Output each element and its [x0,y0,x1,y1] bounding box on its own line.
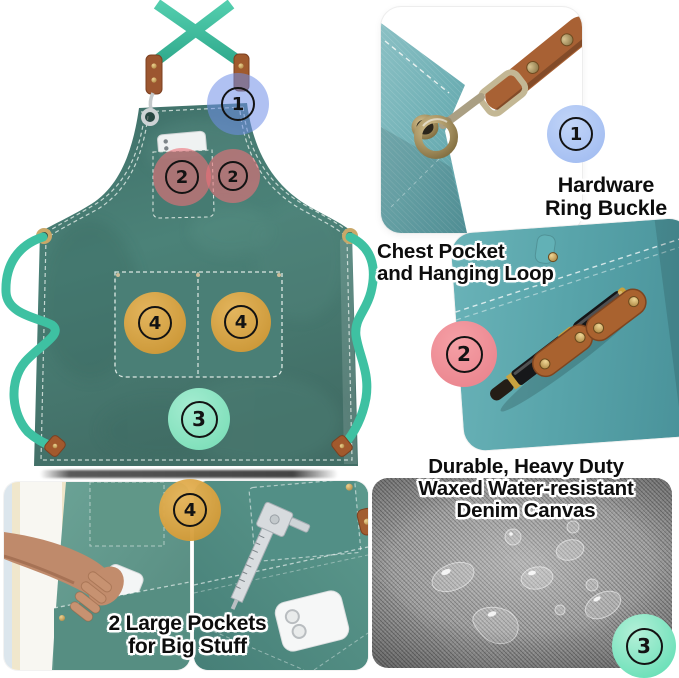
marker-number: 4 [224,305,258,339]
feature-3-label: Durable, Heavy Duty Waxed Water-resistan… [378,456,674,522]
feature-1-line-1: Hardware [557,173,655,197]
apron-drop-shadow [40,470,338,478]
callout-marker-3-panel: 3 [612,614,676,678]
waist-ties [1,232,378,452]
leather-tab [356,507,368,536]
marker-number: 3 [180,400,218,438]
marker-number: 2 [445,335,483,373]
marker-number: 2 [165,160,199,194]
phone-back [274,590,350,652]
waterproof-canvas-photo [372,478,672,668]
marker-number: 4 [138,306,172,340]
hand-phone-detail [4,482,190,670]
feature-4-label: 2 Large Pockets for Big Stuff [55,612,320,658]
leather-strap [485,16,582,114]
callout-marker-2-apron-left: 2 [153,148,211,206]
callout-marker-2-panel: 2 [431,321,497,387]
leather-pen-loops [531,288,647,378]
feature-1-label: Hardware Ring Buckle [520,174,679,219]
tie-leather-tips [44,435,353,457]
marker-number: 3 [625,627,663,665]
caliper [230,501,311,610]
feature-4-line-2: for Big Stuff [128,635,247,658]
callout-marker-3-apron: 3 [168,388,230,450]
arm-and-hand [4,532,124,622]
stitching [40,106,353,461]
callout-marker-4-apron-left: 4 [124,292,186,354]
ring-buckle [411,114,458,159]
callout-marker-1-panel: 1 [547,105,605,163]
marker-number: 4 [173,493,207,527]
buckle-detail [381,16,582,233]
feature-3-line-3: Denim Canvas [456,499,596,522]
clasp-hook [141,92,159,126]
feature-2-label: Chest Pocket and Hanging Loop [377,241,607,284]
callout-marker-2-apron-right: 2 [206,149,260,203]
marker-number: 1 [221,87,255,121]
caliper-detail [194,481,368,670]
callout-marker-1-apron: 1 [207,73,269,135]
pen-loop-detail [455,217,679,437]
marker-number: 1 [559,117,593,151]
callout-marker-4-apron-right: 4 [211,292,271,352]
chest-pocket-photo [450,217,679,452]
feature-3-line-1: Durable, Heavy Duty [428,455,624,478]
callout-marker-4-panel: 4 [159,479,221,541]
phone-pocket-photo [4,482,190,670]
marker-number: 2 [218,161,248,191]
feature-2-line-1: Chest Pocket [377,240,505,263]
neck-straps [148,0,247,69]
feature-2-line-2: and Hanging Loop [377,261,554,285]
feature-3-line-2: Waxed Water-resistant [418,477,634,500]
feature-4-line-1: 2 Large Pockets [108,612,267,635]
tools-pocket-photo [194,481,368,670]
hardware-buckle-photo [381,7,582,233]
feature-1-line-2: Ring Buckle [544,195,668,220]
